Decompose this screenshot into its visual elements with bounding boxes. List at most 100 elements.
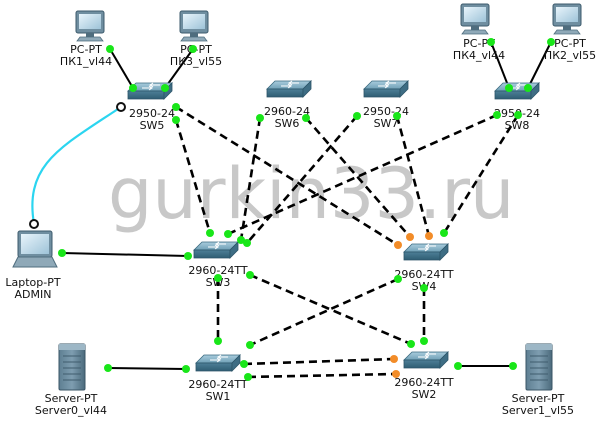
device-model-label: 2960-24 [264, 105, 310, 118]
link-sw5-sw3[interactable] [174, 119, 212, 234]
device-sw8[interactable]: 2950-24SW8 [494, 82, 540, 132]
port-up-indicator [407, 340, 415, 348]
device-name-label: SW5 [140, 119, 165, 132]
device-name-label: Server0_vl44 [35, 404, 107, 417]
device-name-label: ПК4_vl44 [453, 49, 505, 62]
switch-icon [193, 241, 239, 259]
server-icon [525, 343, 553, 391]
device-model-label: 2960-24TT [394, 268, 453, 281]
device-model-label: Server-PT [512, 392, 565, 405]
link-sw1-sw2[interactable] [247, 372, 397, 379]
pc-icon [179, 10, 209, 42]
device-name-label: ADMIN [15, 288, 52, 301]
port-up-indicator [547, 38, 555, 46]
link-sw4-sw1[interactable] [249, 277, 399, 347]
server-icon [58, 343, 86, 391]
link-pc3-sw5[interactable] [164, 48, 194, 89]
port-up-indicator [454, 362, 462, 370]
ports-layer [29, 38, 555, 381]
port-up-indicator [244, 373, 252, 381]
device-name-label: ПК2_vl55 [544, 49, 596, 62]
pc-icon [75, 10, 105, 42]
console-port-marker [116, 102, 126, 112]
device-model-label: 2960-24TT [188, 264, 247, 277]
pc-icon [552, 3, 582, 35]
link-laptop-sw5[interactable] [31, 106, 122, 225]
link-sw1-sw2[interactable] [243, 357, 395, 366]
port-up-indicator [394, 275, 402, 283]
device-name-label: SW1 [206, 390, 231, 403]
port-up-indicator [104, 364, 112, 372]
link-pc1-sw5[interactable] [109, 48, 134, 89]
port-up-indicator [509, 362, 517, 370]
port-up-indicator [420, 337, 428, 345]
device-name-label: SW7 [374, 117, 399, 130]
port-up-indicator [240, 360, 248, 368]
link-pc2-sw8[interactable] [527, 41, 552, 89]
port-up-indicator [129, 84, 137, 92]
port-up-indicator [189, 45, 197, 53]
link-sw7-sw3[interactable] [246, 115, 358, 244]
device-model-label: PC-PT [554, 37, 586, 50]
device-name-label: SW8 [505, 119, 530, 132]
port-up-indicator [524, 84, 532, 92]
switch-icon [195, 354, 241, 372]
link-sw3-sw2[interactable] [249, 273, 412, 346]
link-laptop-sw3[interactable] [61, 252, 189, 257]
port-blocked-indicator [392, 370, 400, 378]
pc-icon [460, 3, 490, 35]
port-up-indicator [214, 337, 222, 345]
port-up-indicator [256, 114, 264, 122]
device-model-label: 2960-24TT [394, 376, 453, 389]
port-up-indicator [505, 84, 513, 92]
link-sw8-sw3[interactable] [227, 113, 498, 236]
device-model-label: PC-PT [463, 37, 495, 50]
port-blocked-indicator [390, 355, 398, 363]
switch-icon [127, 82, 173, 100]
port-blocked-indicator [406, 233, 414, 241]
link-pc4-sw8[interactable] [490, 41, 510, 89]
device-model-label: 2950-24 [129, 107, 175, 120]
port-blocked-indicator [394, 241, 402, 249]
link-sw6-sw3[interactable] [239, 117, 262, 241]
device-sw4[interactable]: 2960-24TTSW4 [394, 243, 454, 293]
port-up-indicator [393, 112, 401, 120]
port-up-indicator [493, 111, 501, 119]
watermark-text: gurkin33.ru [108, 153, 514, 235]
switch-icon [494, 82, 540, 100]
link-sw5-sw4[interactable] [175, 105, 399, 247]
port-up-indicator [243, 239, 251, 247]
devices-layer: PC-PTПК1_vl44PC-PTПК3_vl55PC-PTПК4_vl44P… [5, 3, 596, 417]
port-up-indicator [106, 45, 114, 53]
device-name-label: ПК3_vl55 [170, 55, 222, 68]
device-model-label: Server-PT [45, 392, 98, 405]
port-up-indicator [514, 111, 522, 119]
device-pc3[interactable]: PC-PTПК3_vl55 [170, 10, 222, 68]
link-sw8-sw4[interactable] [442, 114, 520, 234]
port-blocked-indicator [425, 232, 433, 240]
link-sw6-sw4[interactable] [305, 117, 411, 238]
device-name-label: SW3 [206, 276, 231, 289]
link-sw7-sw4[interactable] [395, 115, 431, 237]
switch-icon [403, 351, 449, 369]
port-up-indicator [420, 284, 428, 292]
device-name-label: ПК1_vl44 [60, 55, 112, 68]
device-model-label: PC-PT [70, 43, 102, 56]
port-up-indicator [246, 341, 254, 349]
port-up-indicator [224, 230, 232, 238]
switch-icon [363, 80, 409, 98]
link-server0-sw1[interactable] [107, 367, 187, 370]
port-up-indicator [172, 116, 180, 124]
